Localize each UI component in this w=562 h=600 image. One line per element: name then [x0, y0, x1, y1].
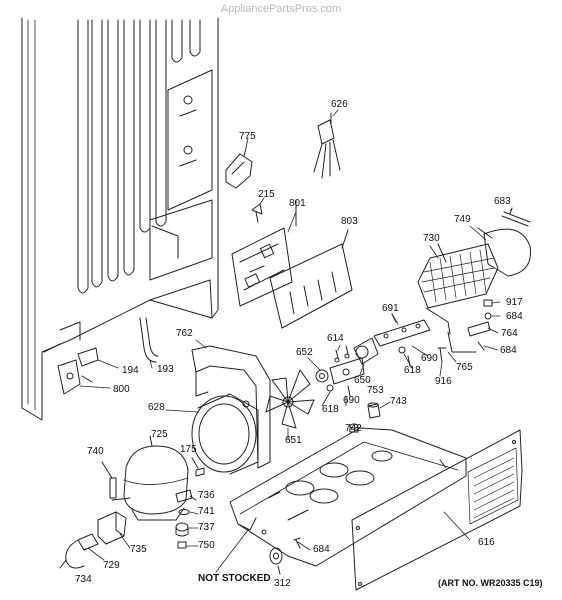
part-736-washer	[176, 490, 192, 502]
part-735-relay	[98, 512, 126, 544]
part-740-tube	[102, 462, 116, 498]
label-part-618-a: 618	[404, 365, 421, 376]
label-part-725: 725	[151, 429, 168, 440]
part-175-screw	[192, 458, 204, 476]
part-730-condenser-coil	[418, 244, 498, 334]
label-part-628: 628	[148, 402, 165, 413]
art-number: (ART NO. WR20335 C19)	[438, 578, 543, 588]
label-part-215: 215	[258, 189, 275, 200]
part-743-grommet	[368, 403, 380, 418]
part-729-overload	[78, 534, 98, 550]
part-312-roller	[270, 548, 282, 574]
label-part-730: 730	[423, 233, 440, 244]
part-684-screw	[485, 313, 491, 319]
label-part-312: 312	[274, 578, 291, 589]
part-800-bracket	[58, 360, 92, 394]
part-737-grommet	[176, 523, 188, 536]
part-652-grommet	[316, 370, 328, 382]
label-part-650: 650	[354, 375, 371, 386]
label-part-801: 801	[289, 198, 306, 209]
label-part-690-b: 690	[343, 395, 360, 406]
part-651-fan-blade	[266, 370, 314, 428]
label-part-194: 194	[122, 365, 139, 376]
part-618-grommet	[327, 347, 405, 391]
base-pan	[230, 428, 466, 566]
part-193-drain-tube	[140, 318, 158, 362]
label-part-734: 734	[75, 574, 92, 585]
label-part-684-b: 684	[500, 345, 517, 356]
part-753-motor-mount	[330, 358, 364, 384]
label-part-193: 193	[157, 364, 174, 375]
part-626-wire-harness	[314, 113, 340, 178]
part-725-compressor	[112, 436, 188, 520]
label-part-743: 743	[390, 396, 407, 407]
cabinet-back-panel	[22, 18, 218, 420]
watermark: AppliancePartsPros.com	[220, 3, 342, 15]
part-734-power-cord	[60, 540, 84, 568]
label-part-684-c: 684	[313, 544, 330, 555]
part-775-bracket	[226, 148, 252, 188]
part-762-shroud	[192, 346, 270, 468]
part-916-screw	[438, 348, 446, 362]
not-stocked-note: NOT STOCKED	[198, 573, 271, 584]
part-650-fan-motor	[354, 338, 378, 364]
label-part-616: 616	[478, 537, 495, 548]
part-801-control-board	[232, 200, 296, 306]
part-749-fan-shroud	[478, 228, 531, 276]
part-684-screw-lower	[294, 538, 300, 548]
label-part-800: 800	[113, 384, 130, 395]
label-part-762: 762	[176, 328, 193, 339]
part-683-sensor	[502, 208, 530, 226]
label-part-749: 749	[454, 214, 471, 225]
label-part-741: 741	[198, 506, 215, 517]
label-part-742: 742	[345, 423, 362, 434]
label-part-651: 651	[285, 435, 302, 446]
label-part-690-a: 690	[421, 353, 438, 364]
label-part-775: 775	[239, 131, 256, 142]
label-part-614: 614	[327, 333, 344, 344]
label-part-740: 740	[87, 446, 104, 457]
part-917-grommet	[484, 300, 492, 306]
label-part-917: 917	[506, 297, 523, 308]
part-691-motor-bracket	[374, 314, 430, 346]
label-part-626: 626	[331, 99, 348, 110]
part-628-fan-housing	[192, 394, 258, 474]
label-part-683: 683	[494, 196, 511, 207]
label-part-684-a: 684	[506, 311, 523, 322]
part-741-grommet	[179, 510, 189, 515]
label-part-652: 652	[296, 347, 313, 358]
label-part-691: 691	[382, 303, 399, 314]
label-part-736: 736	[198, 490, 215, 501]
label-part-750: 750	[198, 540, 215, 551]
part-803-cover	[270, 230, 352, 328]
label-part-737: 737	[198, 522, 215, 533]
part-194-clip	[78, 348, 98, 366]
label-part-753: 753	[367, 385, 384, 396]
label-part-618-b: 618	[322, 404, 339, 415]
leader-lines	[80, 110, 512, 572]
label-part-916: 916	[435, 376, 452, 387]
part-750-stud	[178, 542, 186, 548]
part-764-bracket	[468, 322, 490, 350]
label-part-803: 803	[341, 216, 358, 227]
part-616-access-panel	[352, 430, 522, 590]
label-part-735: 735	[130, 544, 147, 555]
part-215-screw	[252, 204, 262, 222]
part-765-bar	[448, 332, 476, 352]
part-614-screws	[335, 346, 349, 362]
label-part-764: 764	[501, 328, 518, 339]
label-part-765: 765	[456, 362, 473, 373]
label-part-729: 729	[103, 560, 120, 571]
label-part-175: 175	[180, 444, 197, 455]
